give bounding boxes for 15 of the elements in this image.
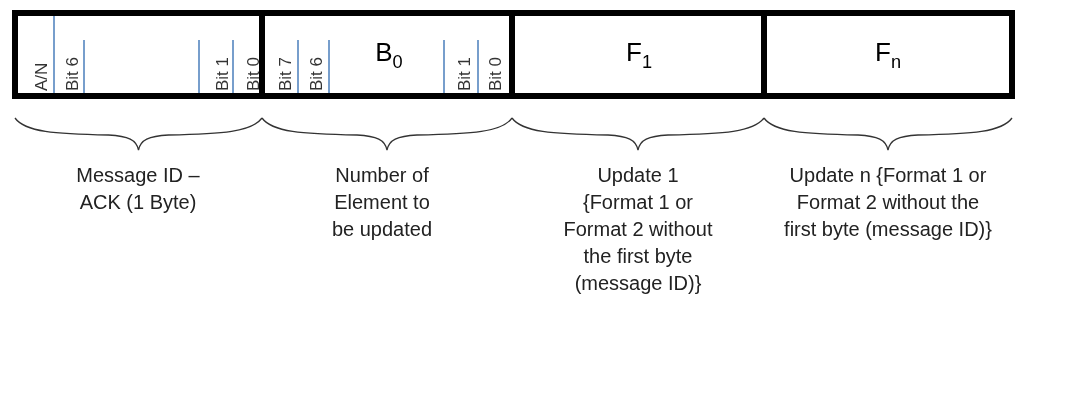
bit-label: A/N — [33, 62, 50, 91]
field-label: F$_{n}$ — [875, 36, 901, 73]
bit-label: Bit 0 — [245, 56, 262, 91]
field-description: Number of Element to be updated — [330, 163, 434, 242]
bit-label: Bit 6 — [64, 56, 81, 91]
field-label: F$_{1}$ — [626, 36, 652, 73]
bit-label: Bit 6 — [308, 56, 325, 91]
field-description: Update n {Format 1 or Format 2 without the first byte (message ID)} — [783, 163, 993, 242]
bit-label: Bit 1 — [214, 56, 231, 91]
bit-label: Bit 1 — [456, 56, 473, 91]
bit-label: Bit 0 — [487, 56, 504, 91]
field-label: B$_{0}$ — [375, 36, 403, 73]
bit-label: Bit 7 — [277, 56, 294, 91]
field-description: Message ID – ACK (1 Byte) — [75, 163, 201, 215]
field-description: Update 1 {Format 1 or Format 2 without the first byte (message ID)} — [563, 163, 713, 296]
